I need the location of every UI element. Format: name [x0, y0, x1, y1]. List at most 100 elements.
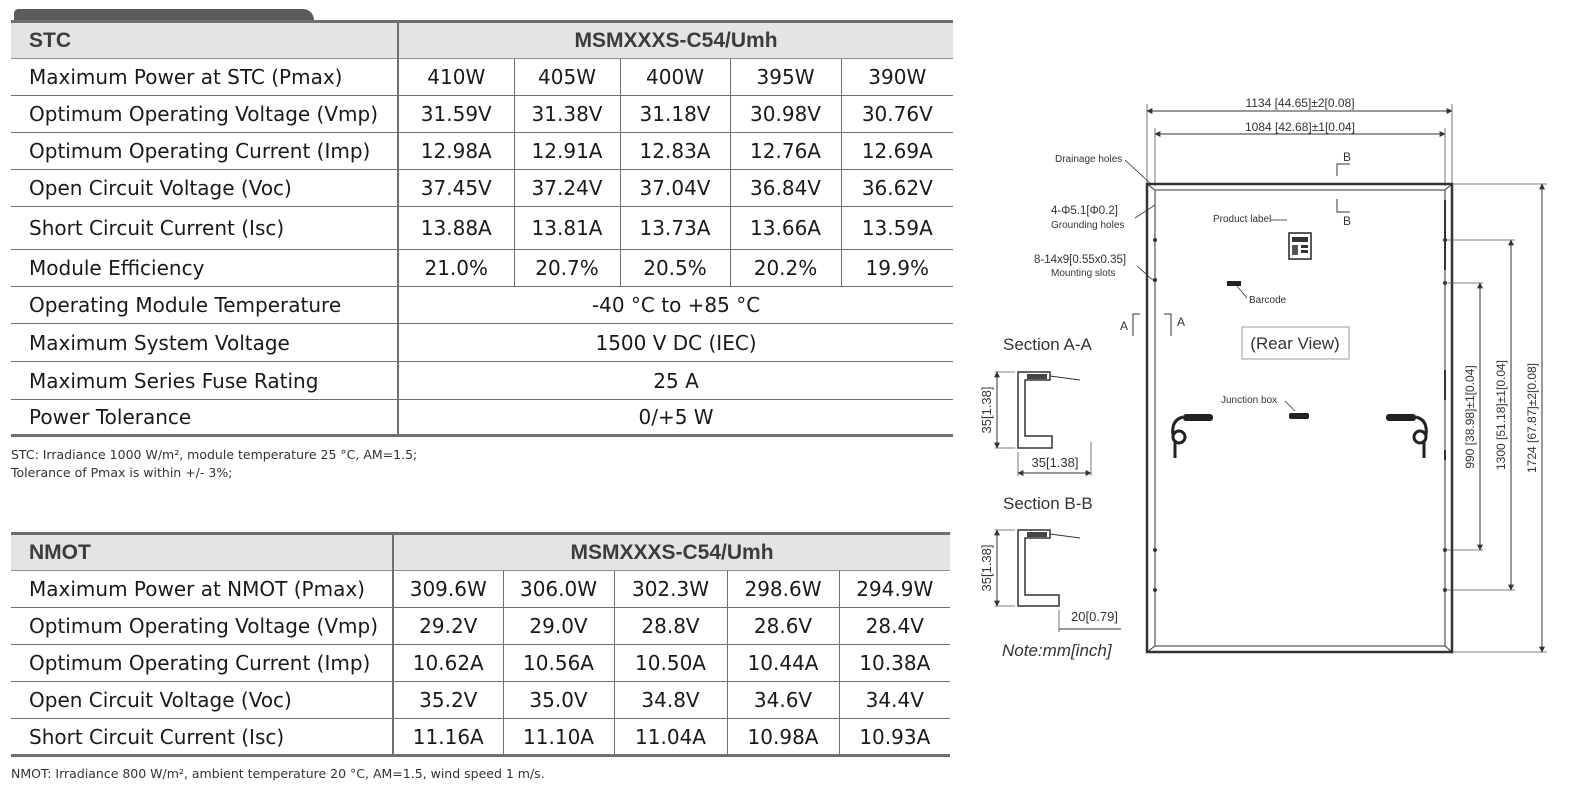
junction-box-icon — [1289, 413, 1309, 419]
row-label: Open Circuit Voltage (Voc) — [11, 681, 394, 719]
section-b-title: Section B-B — [1003, 494, 1093, 513]
section-markers: B B A A — [1120, 150, 1351, 336]
product-label-callout: Product label — [1213, 214, 1271, 225]
table-row: Power Tolerance 0/+5 W — [11, 399, 954, 437]
stc-header-label: STC — [11, 20, 399, 59]
module-dimension-drawing: 1134 [44.65]±2[0.08] 1084 [42.68]±1[0.04… — [979, 96, 1547, 660]
value-cell: 35.0V — [502, 681, 614, 719]
value-cell: 34.8V — [613, 681, 727, 719]
value-cell: 12.83A — [619, 132, 730, 170]
row-label: Short Circuit Current (Isc) — [11, 206, 399, 250]
nmot-model-name: MSMXXXS-C54/Umh — [393, 532, 951, 571]
value-cell: 400W — [619, 58, 730, 96]
value-cell: 410W — [398, 58, 514, 96]
rear-view-label: (Rear View) — [1250, 334, 1339, 353]
value-cell: 35.2V — [393, 681, 503, 719]
units-note: Note:mm[inch] — [1002, 641, 1113, 660]
value-cell: -40 °C to +85 °C — [398, 286, 954, 324]
value-cell: 34.6V — [726, 681, 839, 719]
row-label: Open Circuit Voltage (Voc) — [11, 169, 399, 207]
value-cell: 37.04V — [619, 169, 730, 207]
grounding-holes-label: Grounding holes — [1051, 220, 1124, 231]
stc-header-row: STC MSMXXXS-C54/Umh — [11, 20, 954, 59]
table-row: Optimum Operating Current (Imp) 10.62A 1… — [11, 644, 951, 682]
value-cell: 302.3W — [613, 570, 727, 608]
value-cell: 10.98A — [726, 718, 839, 757]
table-row: Optimum Operating Voltage (Vmp) 29.2V 29… — [11, 607, 951, 645]
value-cell: 11.16A — [393, 718, 503, 757]
table-row: Optimum Operating Voltage (Vmp) 31.59V 3… — [11, 95, 954, 133]
mounting-slot-dimension: 8-14x9[0.55x0.35] — [1034, 254, 1126, 266]
value-cell: 19.9% — [840, 249, 954, 287]
stc-footnote: STC: Irradiance 1000 W/m², module temper… — [11, 446, 417, 482]
product-label-icon — [1288, 232, 1312, 260]
value-cell: 10.50A — [613, 644, 727, 682]
value-cell: 10.93A — [838, 718, 951, 757]
nmot-footnote: NMOT: Irradiance 800 W/m², ambient tempe… — [11, 766, 545, 781]
section-b-detail: Section B-B 35[1.38] 20[0.79] — [979, 494, 1121, 632]
value-cell: 12.91A — [513, 132, 620, 170]
nmot-header-row: NMOT MSMXXXS-C54/Umh — [11, 532, 951, 571]
value-cell: 294.9W — [838, 570, 951, 608]
table-row: Open Circuit Voltage (Voc) 35.2V 35.0V 3… — [11, 681, 951, 719]
value-cell: 37.45V — [398, 169, 514, 207]
value-cell: 30.98V — [729, 95, 841, 133]
nmot-header-label: NMOT — [11, 532, 394, 571]
table-row: Maximum System Voltage 1500 V DC (IEC) — [11, 323, 954, 362]
value-cell: 13.73A — [619, 206, 730, 250]
value-cell: 31.59V — [398, 95, 514, 133]
row-label: Optimum Operating Current (Imp) — [11, 644, 394, 682]
table-row: Short Circuit Current (Isc) 11.16A 11.10… — [11, 718, 951, 757]
marker-b-top: B — [1343, 150, 1351, 164]
section-a-height-label: 35[1.38] — [979, 387, 994, 434]
value-cell: 390W — [840, 58, 954, 96]
dimension-1724-label: 1724 [67.87]±2[0.08] — [1525, 363, 1539, 473]
row-label: Maximum Series Fuse Rating — [11, 361, 399, 400]
value-cell: 31.18V — [619, 95, 730, 133]
value-cell: 12.69A — [840, 132, 954, 170]
value-cell: 21.0% — [398, 249, 514, 287]
row-label: Maximum Power at STC (Pmax) — [11, 58, 399, 96]
value-cell: 306.0W — [502, 570, 614, 608]
table-row: Open Circuit Voltage (Voc) 37.45V 37.24V… — [11, 169, 954, 207]
marker-a-left: A — [1120, 319, 1128, 333]
section-b-width-label: 20[0.79] — [1071, 609, 1118, 624]
value-cell: 1500 V DC (IEC) — [398, 323, 954, 362]
cable-connectors — [1171, 414, 1428, 458]
dimension-1300-label: 1300 [51.18]±1[0.04] — [1494, 360, 1508, 470]
value-cell: 13.88A — [398, 206, 514, 250]
value-cell: 34.4V — [838, 681, 951, 719]
table-row: Short Circuit Current (Isc) 13.88A 13.81… — [11, 206, 954, 250]
value-cell: 13.81A — [513, 206, 620, 250]
section-b-height-label: 35[1.38] — [979, 545, 994, 592]
value-cell: 0/+5 W — [398, 399, 954, 437]
value-cell: 36.84V — [729, 169, 841, 207]
value-cell: 20.2% — [729, 249, 841, 287]
inner-width-label: 1084 [42.68]±1[0.04] — [1245, 120, 1355, 134]
section-a-title: Section A-A — [1003, 335, 1092, 354]
mounting-slots-label: Mounting slots — [1051, 268, 1115, 279]
value-cell: 10.56A — [502, 644, 614, 682]
table-header-tab — [14, 9, 314, 20]
callout-labels: Drainage holes 4-Φ5.1[Φ0.2] Grounding ho… — [1034, 154, 1350, 419]
value-cell: 28.8V — [613, 607, 727, 645]
value-cell: 13.66A — [729, 206, 841, 250]
value-cell: 10.62A — [393, 644, 503, 682]
drainage-holes-label: Drainage holes — [1055, 154, 1122, 165]
value-cell: 25 A — [398, 361, 954, 400]
value-cell: 10.44A — [726, 644, 839, 682]
table-row: Module Efficiency 21.0% 20.7% 20.5% 20.2… — [11, 249, 954, 287]
row-label: Power Tolerance — [11, 399, 399, 437]
stc-note-line: STC: Irradiance 1000 W/m², module temper… — [11, 447, 418, 462]
table-row: Maximum Power at NMOT (Pmax) 309.6W 306.… — [11, 570, 951, 608]
dimension-990-label: 990 [38.98]±1[0.04] — [1463, 365, 1477, 468]
stc-table: STC MSMXXXS-C54/Umh Maximum Power at STC… — [11, 20, 954, 437]
stc-model-name: MSMXXXS-C54/Umh — [398, 20, 954, 59]
row-label: Maximum Power at NMOT (Pmax) — [11, 570, 394, 608]
row-label: Maximum System Voltage — [11, 323, 399, 362]
width-dimensions: 1134 [44.65]±2[0.08] 1084 [42.68]±1[0.04… — [1146, 96, 1453, 186]
rear-view-box — [1241, 326, 1350, 360]
value-cell: 10.38A — [838, 644, 951, 682]
marker-a-right: A — [1177, 315, 1185, 329]
value-cell: 298.6W — [726, 570, 839, 608]
